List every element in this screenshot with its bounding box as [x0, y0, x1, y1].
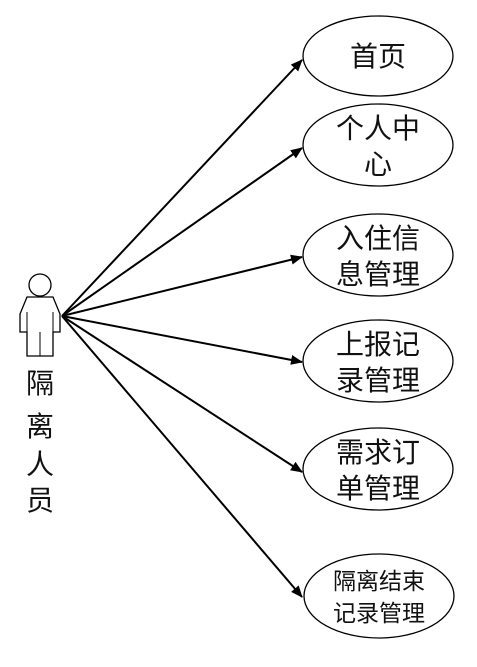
use-case-ellipse	[303, 553, 455, 639]
arrow-to-quarantine-end-management	[61, 315, 303, 598]
use-case-label: 记录管理	[333, 601, 425, 627]
actor-label-char: 人	[26, 448, 54, 481]
use-case-ellipse	[302, 103, 454, 187]
use-case-label: 隔离结束	[333, 569, 425, 595]
actor-label-char: 员	[26, 484, 54, 517]
use-case-label: 首页	[350, 40, 406, 73]
actor-body	[19, 296, 61, 357]
arrow-to-home	[61, 59, 303, 317]
use-case-label: 上报记	[336, 328, 420, 361]
use-case-label: 单管理	[336, 472, 420, 505]
use-case-order-management[interactable]: 需求订 单管理	[302, 427, 454, 511]
use-case-label: 息管理	[336, 258, 420, 291]
arrow-to-checkin-management	[61, 254, 303, 317]
actor-label-char: 离	[26, 410, 54, 443]
use-case-label: 个人中	[336, 112, 420, 145]
arrow-to-personal-center	[61, 147, 303, 317]
arrow-to-report-management	[61, 315, 303, 365]
actor-figure	[19, 273, 61, 357]
use-case-ellipse	[302, 427, 454, 511]
use-case-report-management[interactable]: 上报记 录管理	[302, 319, 454, 403]
actor-label: 隔 离 人 员	[26, 367, 54, 517]
arrow-to-order-management	[61, 315, 303, 473]
use-case-quarantine-end-management[interactable]: 隔离结束 记录管理	[303, 553, 455, 639]
use-case-ellipse	[302, 213, 454, 297]
use-case-ellipse	[302, 319, 454, 403]
use-case-label: 录管理	[336, 364, 420, 397]
use-case-label: 入住信	[336, 222, 420, 255]
use-case-checkin-management[interactable]: 入住信 息管理	[302, 213, 454, 297]
association-arrows	[61, 59, 303, 598]
use-case-ellipse	[302, 15, 454, 97]
use-case-home[interactable]: 首页	[302, 15, 454, 97]
use-case-label: 需求订	[336, 436, 420, 469]
actor-label-char: 隔	[26, 367, 54, 400]
use-case-label: 心	[364, 148, 392, 181]
actor-head	[28, 273, 52, 297]
use-case-personal-center[interactable]: 个人中 心	[302, 103, 454, 187]
